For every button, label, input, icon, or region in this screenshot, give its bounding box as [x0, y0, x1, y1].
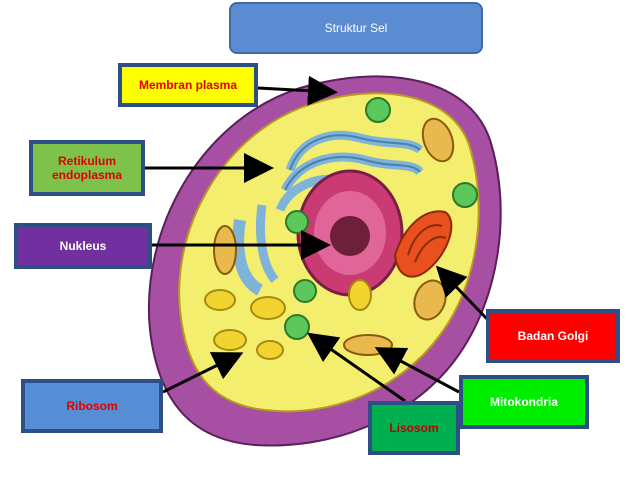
label-text: Badan Golgi — [517, 329, 589, 343]
nucleolus — [330, 216, 370, 256]
lysosomes — [284, 97, 478, 340]
pointer-arrows — [145, 75, 490, 403]
label-text: Nukleus — [59, 239, 107, 253]
arrow-lisosom — [307, 332, 406, 403]
label-retikulum-endoplasma: Retikulum endoplasma — [29, 140, 145, 196]
label-text: Membran plasma — [138, 78, 238, 92]
label-badan-golgi: Badan Golgi — [486, 309, 620, 363]
label-text: Lisosom — [389, 421, 439, 435]
label-text: Ribosom — [66, 399, 118, 413]
label-lisosom: Lisosom — [368, 401, 460, 455]
label-text: Retikulum endoplasma — [51, 154, 123, 182]
label-ribosom: Ribosom — [21, 379, 163, 433]
vesicles — [204, 279, 372, 360]
label-nukleus: Nukleus — [14, 223, 152, 269]
golgi-body — [393, 210, 453, 278]
label-text: Mitokondria — [490, 395, 558, 409]
label-membran-plasma: Membran plasma — [118, 63, 258, 107]
nucleus — [296, 169, 404, 297]
arrow-golgi — [435, 265, 490, 322]
label-mitokondria: Mitokondria — [459, 375, 589, 429]
arrow-membran — [257, 75, 338, 106]
page-title: Struktur Sel — [229, 2, 483, 54]
endoplasmic-reticulum — [232, 130, 424, 296]
arrow-mito — [374, 347, 460, 394]
arrow-ribosom — [162, 352, 244, 394]
